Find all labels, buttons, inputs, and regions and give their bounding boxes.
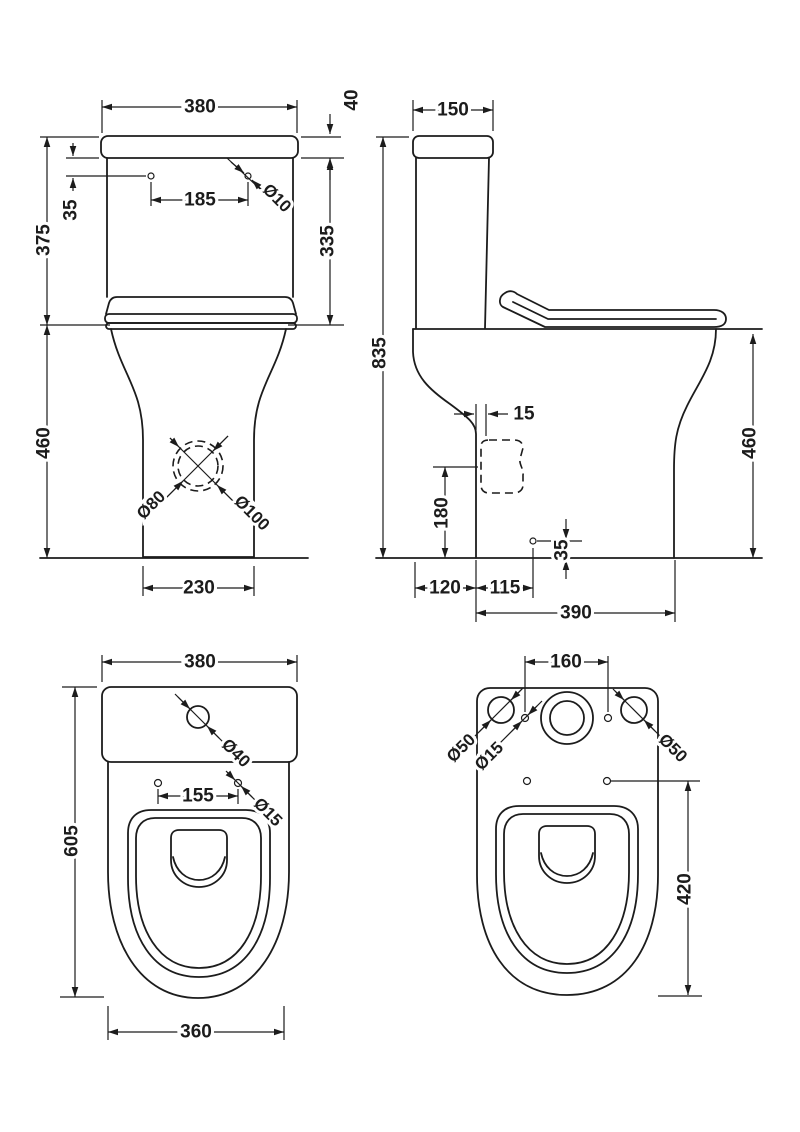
dim-plan-button-dia: Ø40 (218, 735, 254, 771)
seat-fixing-hole-left (153, 778, 163, 788)
dim-arrow (225, 770, 236, 781)
front-elevation-view: 380 40 335 375 460 35 185 Ø10 Ø80 Ø100 2… (31, 86, 366, 601)
rim-outline-plan (135, 817, 262, 969)
cistern-tank-front (106, 157, 294, 298)
dim-side-outlet-setback: 15 (513, 404, 535, 425)
dim-arrow (240, 785, 253, 798)
dim-arrow (251, 179, 264, 192)
cistern-lid-front (100, 135, 299, 159)
seat-hole-left (522, 776, 532, 786)
dim-side-pan-height: 460 (740, 427, 761, 459)
fixing-positions-view: 160 Ø50 Ø15 Ø50 420 (440, 649, 702, 997)
pedestal-front (110, 328, 287, 558)
cistern-lid-side (412, 135, 494, 159)
dim-front-hole-offset: 35 (61, 199, 82, 221)
ext-lines (66, 157, 146, 177)
inlet-hole-left (520, 713, 530, 723)
dim-front-cistern-height: 375 (34, 224, 55, 256)
cistern-tank-side (415, 157, 490, 329)
bowl-outline-plan (107, 761, 290, 999)
dim-front-hole-dia: Ø10 (259, 180, 295, 216)
dim-arrow (230, 161, 245, 174)
dim-side-outlet-height: 180 (432, 497, 453, 529)
fixing-hole-right (620, 696, 648, 724)
plan-view: Ø40 Ø15 155 380 605 360 (59, 649, 298, 1046)
dim-fixing-inlet-spacing: 160 (550, 652, 582, 673)
seat-outline-fixing (495, 805, 639, 974)
pan-front-profile (673, 328, 717, 559)
sump-outline-plan (170, 829, 228, 888)
dim-side-height: 835 (370, 337, 391, 369)
dim-side-back-offset: 120 (429, 578, 461, 599)
dim-side-base-depth: 390 (560, 603, 592, 624)
dim-side-fixing-height: 35 (552, 539, 573, 561)
dim-front-outlet-outer: Ø100 (231, 492, 274, 535)
cistern-plan (101, 686, 298, 763)
dim-front-width: 380 (184, 97, 216, 118)
seat-front-top (105, 296, 297, 315)
dim-plan-bowl-width: 360 (180, 1022, 212, 1043)
dim-arrow (206, 725, 220, 739)
pan-back-profile (412, 328, 477, 559)
outlet-arrow (212, 435, 229, 452)
seat-fixing-hole-right (233, 778, 243, 788)
seat-side-seam (512, 301, 717, 320)
dim-arrow (614, 690, 625, 701)
outlet-circle-inner (177, 445, 219, 487)
ext-lines (524, 656, 609, 712)
dim-plan-depth: 605 (62, 825, 83, 857)
ext-lines (414, 548, 676, 622)
outlet-arrow (216, 484, 239, 507)
pan-outline-fixing (476, 687, 659, 996)
sump-arc-fixing (540, 852, 594, 877)
flush-button (186, 705, 210, 729)
dim-side-fixing-setback: 115 (490, 578, 521, 599)
cistern-hole-right (244, 172, 252, 180)
dim-arrow (511, 720, 523, 732)
inlet-boss-outer (540, 691, 594, 745)
ext-lines (288, 136, 344, 326)
dim-arrow (643, 719, 656, 732)
dim-side-depth: 150 (437, 100, 469, 121)
outlet-circle-outer (172, 440, 224, 492)
fixing-hole-side (529, 537, 537, 545)
sump-arc-plan (172, 856, 226, 881)
outlet-arrow (169, 437, 180, 448)
ext-lines (60, 686, 104, 998)
rim-outline-fixing (503, 813, 630, 965)
ext-lines (475, 404, 487, 436)
fixing-hole-left (487, 696, 515, 724)
dim-arrow (177, 696, 191, 710)
dim-fixing-seat-to-front: 420 (675, 873, 696, 905)
seat-outline-plan (127, 809, 271, 978)
dim-arrow (527, 705, 538, 716)
dim-plan-seat-fixing-dia: Ø15 (250, 794, 286, 830)
inlet-hole-right (603, 713, 613, 723)
dim-front-outlet-inner: Ø80 (133, 487, 169, 523)
side-elevation-view: 150 835 15 180 35 120 115 390 460 (367, 97, 764, 627)
inlet-boss-inner (549, 700, 585, 736)
dim-front-bowl-height: 460 (34, 427, 55, 459)
ext-lines (412, 100, 494, 131)
cistern-hole-left (147, 172, 155, 180)
sump-outline-fixing (538, 825, 596, 884)
seat-side-profile (498, 290, 727, 328)
dim-arrow (510, 688, 523, 701)
dim-plan-seat-fixing-spacing: 155 (182, 786, 214, 807)
outlet-arrow (159, 480, 184, 505)
dim-front-base-width: 230 (183, 578, 215, 599)
dim-front-lid-height: 40 (342, 89, 363, 110)
seat-hole-right (602, 776, 612, 786)
dim-front-tank-height: 335 (318, 225, 339, 257)
dim-front-hole-spacing: 185 (184, 190, 216, 211)
seat-front-band (104, 313, 298, 324)
dim-arrow (478, 719, 492, 733)
pan-rim-front (105, 322, 297, 330)
dim-plan-width: 380 (184, 652, 216, 673)
outlet-hidden-profile (480, 439, 524, 494)
dim-fixing-dia-right: Ø50 (655, 730, 691, 766)
